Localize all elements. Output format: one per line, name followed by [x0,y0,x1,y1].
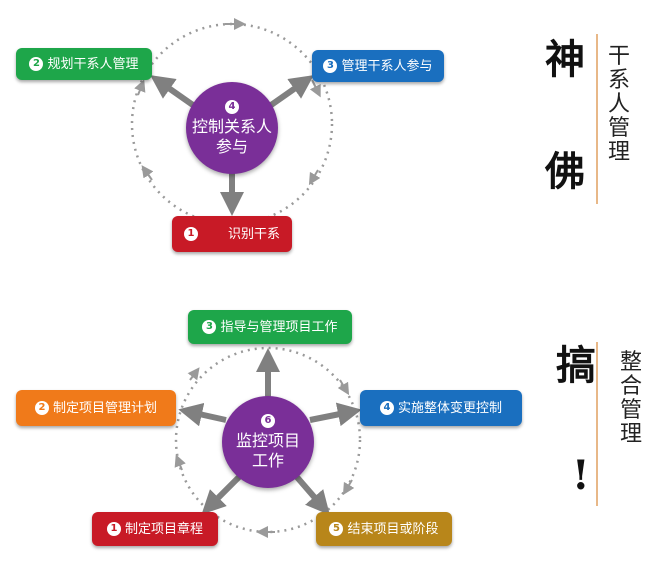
top-box-manage-label: 管理干系人参与 [341,58,433,74]
bottom-arrow-downleft [201,473,243,515]
bottom-center-number: 6 [261,413,275,428]
bottom-center-text: 监控项目工作 [236,430,301,470]
bottom-box-direct[interactable]: 3 指导与管理项目工作 [188,310,352,344]
bottom-arrow-left [178,402,227,427]
bottom-box-direct-label: 指导与管理项目工作 [220,319,338,335]
top-vertical-label: 干系人管理 [607,43,630,164]
bottom-big-char-1: 搞 [556,342,596,389]
top-cycle-arrow [141,165,154,181]
top-big-char-2: 佛 [545,148,585,195]
bottom-box-change-number: 4 [379,401,394,415]
bottom-cycle-ring [174,346,362,534]
top-box-identify[interactable]: 1 识别干系 [172,216,292,252]
top-box-identify-label: 识别干系 [227,226,280,242]
top-box-identify-number: 1 [183,227,198,241]
top-box-manage-number: 3 [323,59,338,73]
bottom-box-close-number: 5 [329,522,344,536]
top-cycle-arrow [134,79,146,96]
bottom-box-charter-number: 1 [106,522,121,536]
bottom-center-circle: 6 监控项目工作 [222,396,314,488]
bottom-box-charter[interactable]: 1 制定项目章程 [92,512,218,546]
bottom-arrow-downright [293,474,330,516]
top-box-plan-label: 规划干系人管理 [47,56,139,72]
top-center-circle: 4 控制关系人参与 [186,82,278,174]
top-box-plan[interactable]: 2 规划干系人管理 [16,48,152,80]
top-cycle-arrow [308,169,321,186]
bottom-big-char-2: ! [572,452,590,499]
bottom-box-close-label: 结束项目或阶段 [347,521,439,537]
top-big-char-1: 神 [545,36,585,83]
bottom-box-change[interactable]: 4 实施整体变更控制 [360,390,522,426]
bottom-box-direct-number: 3 [202,320,217,334]
bottom-box-plan-label: 制定项目管理计划 [52,400,157,416]
bottom-cycle-arrow [342,479,355,496]
top-center-number: 4 [225,99,239,114]
bottom-box-charter-label: 制定项目章程 [124,521,203,537]
top-box-plan-number: 2 [29,57,44,71]
bottom-vertical-label: 整合管理 [619,349,642,446]
top-center-text: 控制关系人参与 [192,116,273,156]
top-box-manage[interactable]: 3 管理干系人参与 [312,50,444,82]
bottom-box-change-label: 实施整体变更控制 [397,400,502,416]
bottom-box-plan[interactable]: 2 制定项目管理计划 [16,390,176,426]
bottom-cycle-arrow [337,379,350,396]
bottom-arrow-right [309,402,362,427]
bottom-cycle-arrow [187,367,200,381]
bottom-box-close[interactable]: 5 结束项目或阶段 [316,512,452,546]
bottom-cycle-arrow [174,454,186,471]
bottom-box-plan-number: 2 [34,401,49,415]
